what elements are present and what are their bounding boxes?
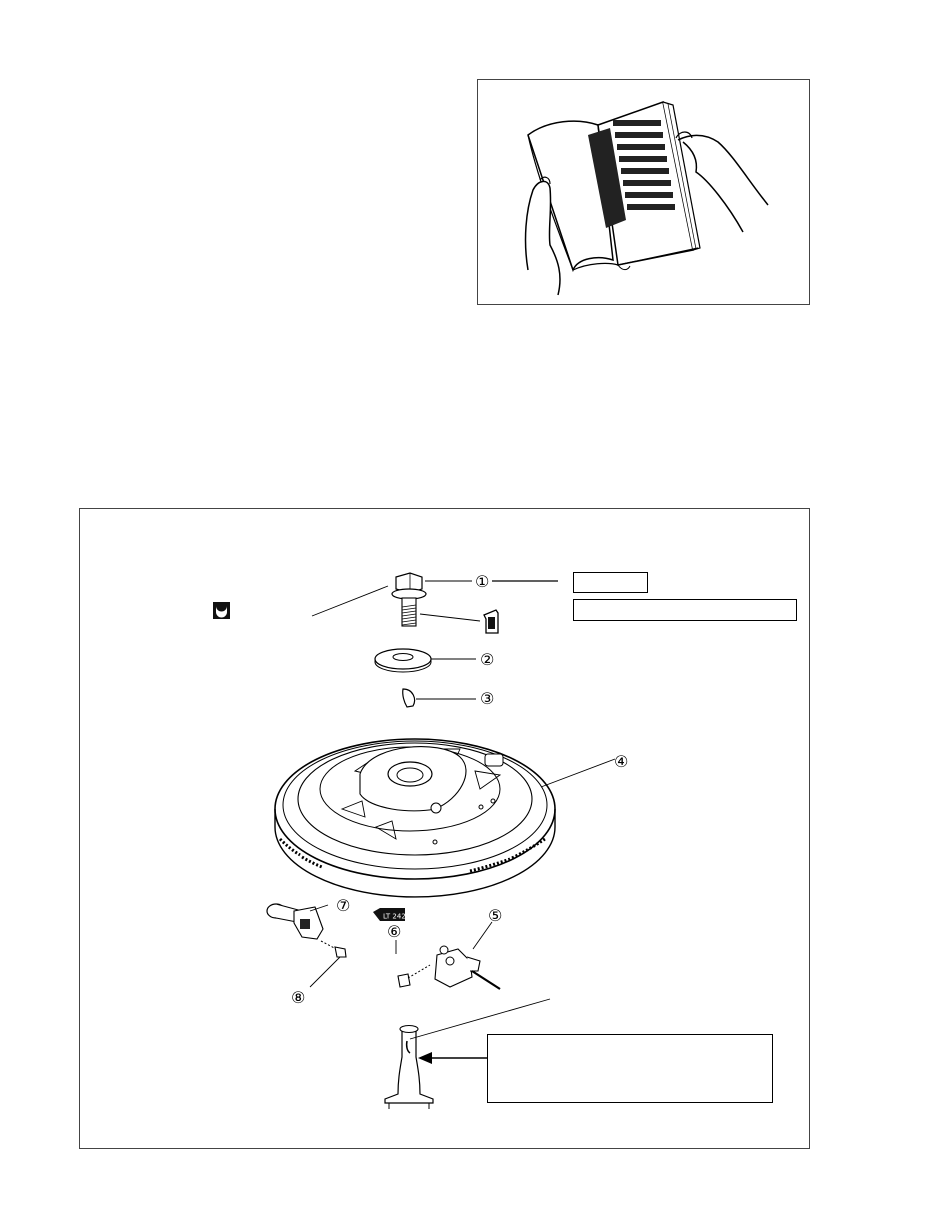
socket-wrench-icon — [213, 602, 230, 619]
flywheel-exploded-view-frame: LT 242 ① ② ③ ④ — [79, 508, 810, 1149]
torque-leader-line — [311, 585, 389, 617]
sensor-screw — [397, 964, 431, 988]
new-part-icon — [483, 609, 499, 634]
torque-spec-box — [573, 572, 648, 593]
flywheel — [274, 738, 556, 898]
flywheel-exploded-view: LT 242 ① ② ③ ④ — [213, 572, 628, 1109]
manual-illustration-frame — [477, 79, 810, 305]
index-tabs — [613, 120, 675, 210]
arrow-icon — [418, 1052, 432, 1064]
callout-3: ③ — [480, 689, 494, 708]
flywheel-nut-bolt — [391, 572, 427, 627]
callout-6: ⑥ — [387, 922, 401, 941]
callout-7: ⑦ — [336, 896, 350, 915]
woodruff-key — [402, 688, 416, 708]
charge-coil — [434, 945, 501, 990]
callout-2: ② — [480, 650, 494, 669]
svg-text:LT 242: LT 242 — [383, 913, 406, 921]
callout-4: ④ — [614, 752, 628, 771]
callout-5: ⑤ — [488, 906, 502, 925]
callout-8: ⑧ — [291, 988, 305, 1007]
crankshaft-end — [384, 1024, 434, 1109]
torque-value-box — [573, 599, 797, 621]
manual-pages-hands-illustration — [524, 101, 769, 296]
washer — [374, 648, 432, 673]
crankshaft-note-box — [487, 1034, 773, 1103]
pulser-coil — [266, 903, 329, 940]
callout-1: ① — [475, 572, 489, 591]
loctite-icon: LT 242 — [373, 908, 406, 921]
pulser-screw — [320, 940, 347, 958]
